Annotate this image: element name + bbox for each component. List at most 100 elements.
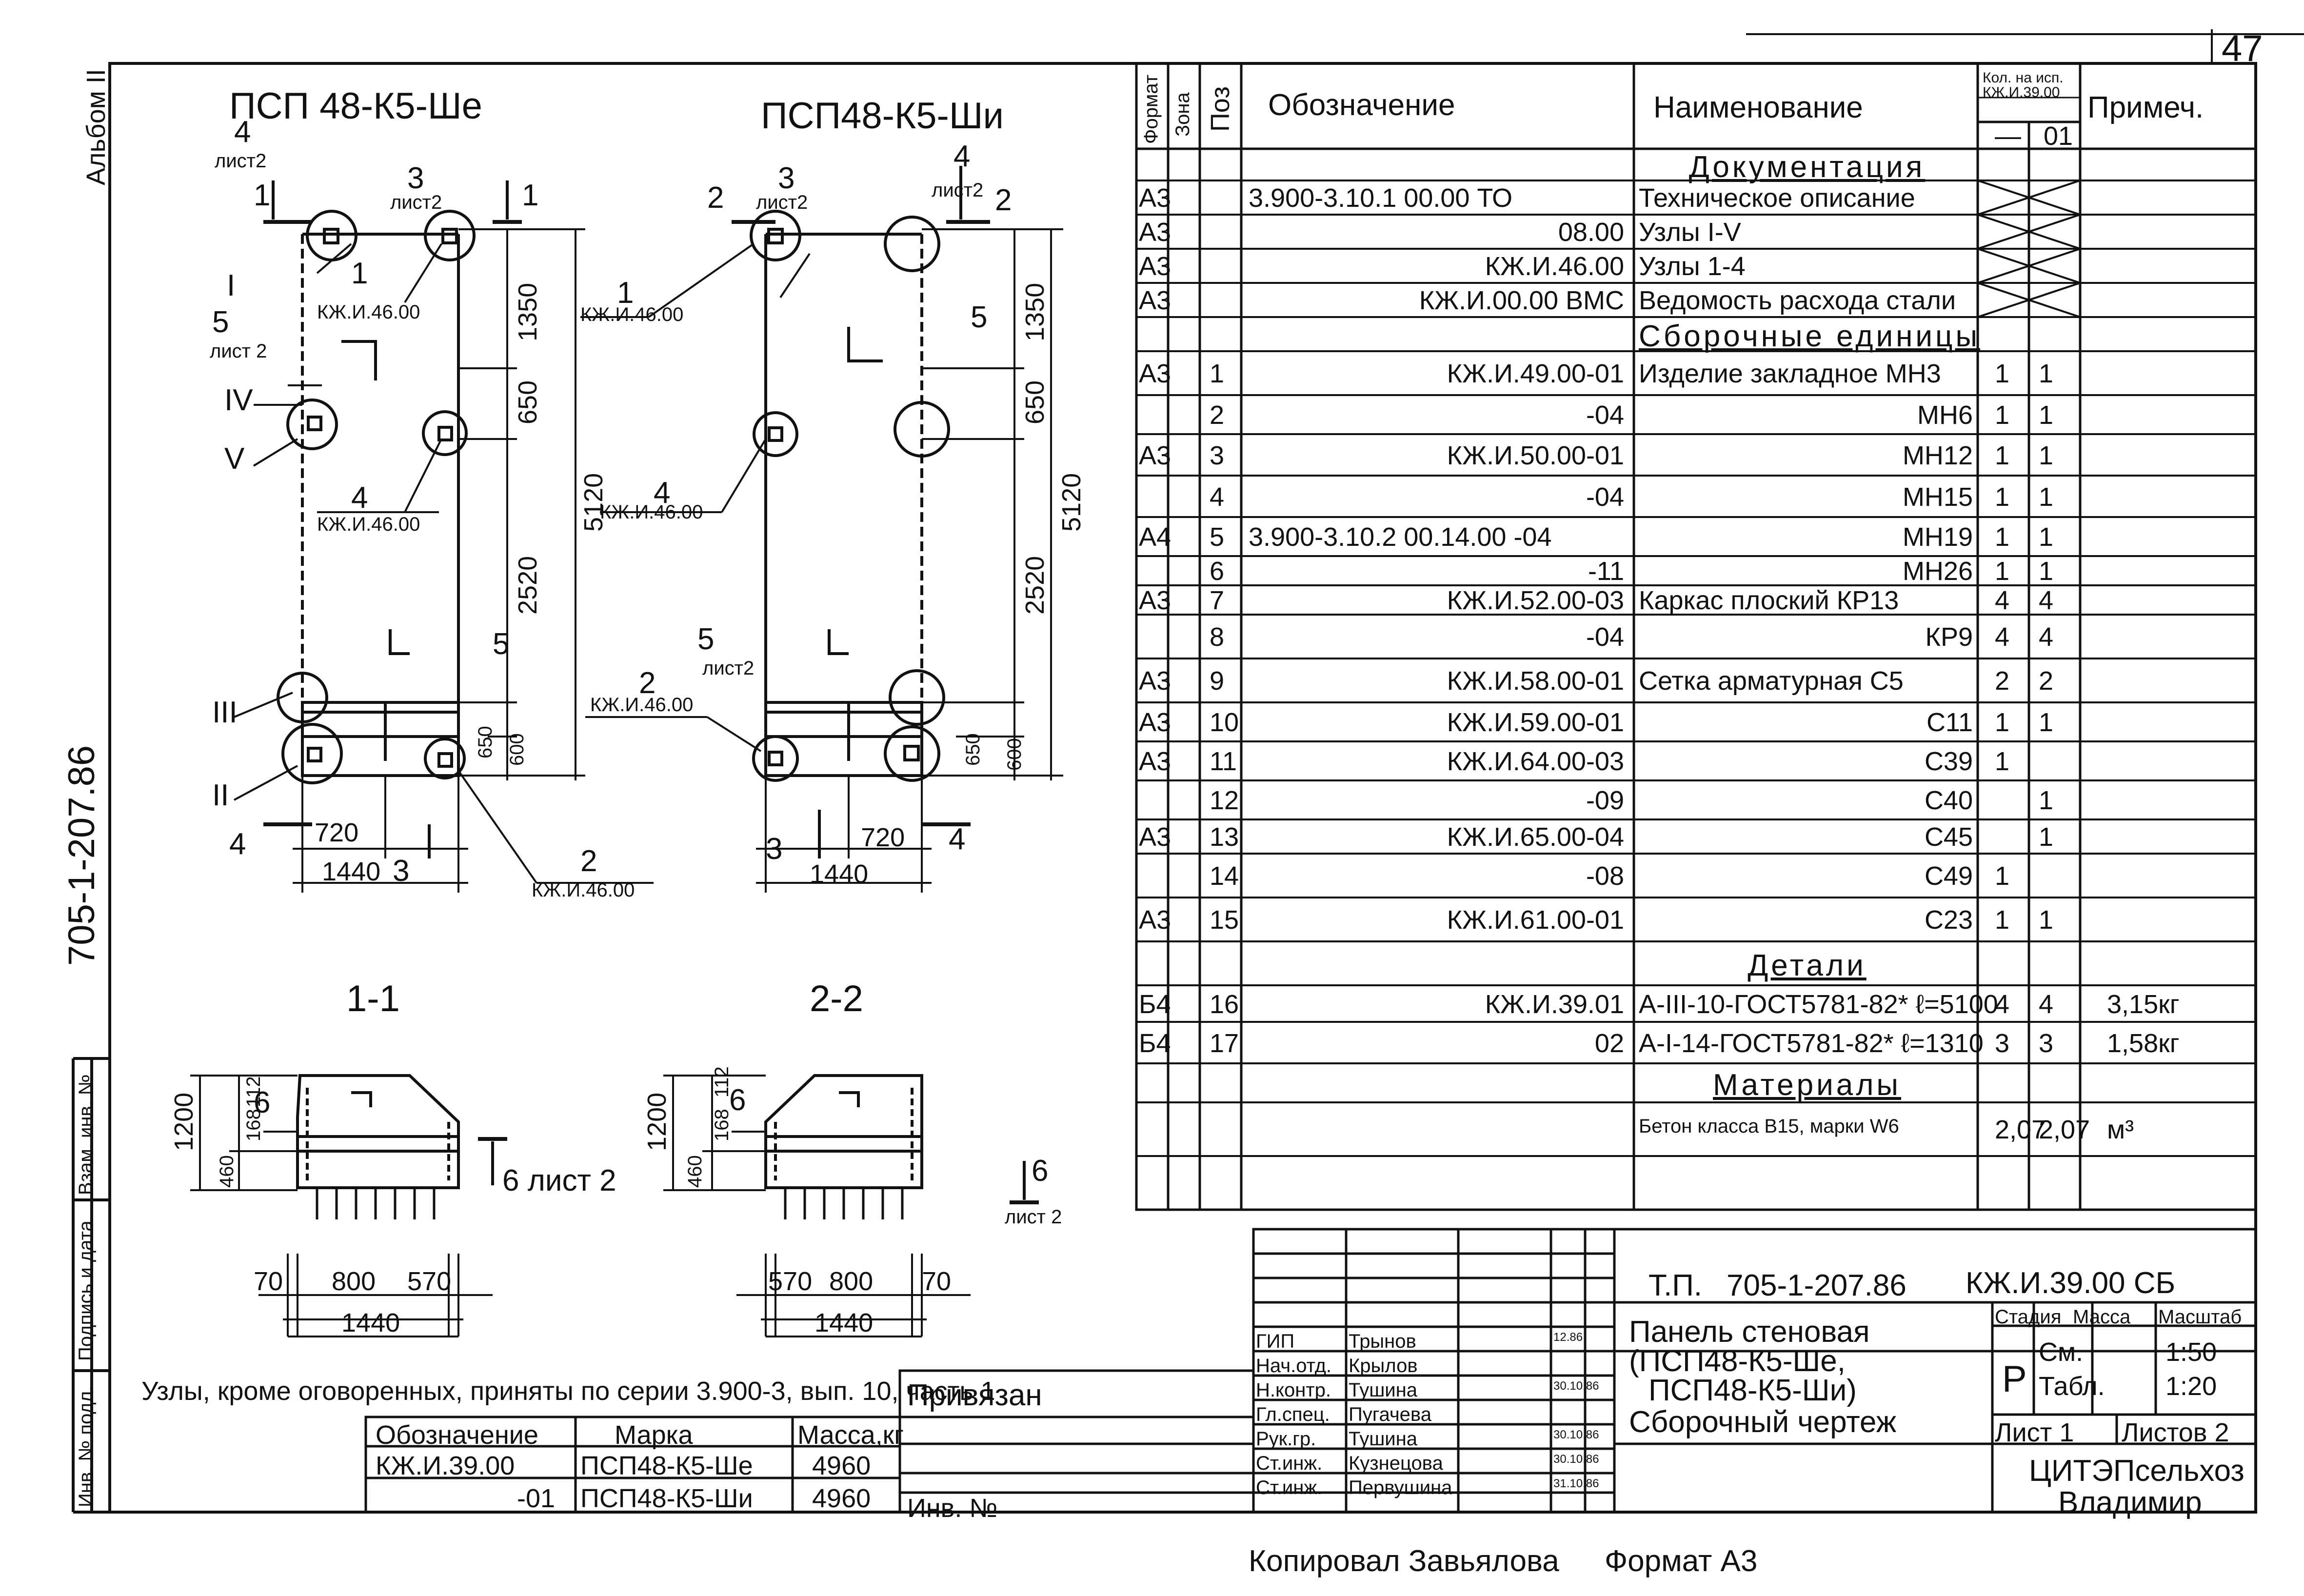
cut-6-sheet-s1: 6 лист 2 [502,1164,616,1197]
spec-cell-pos: 1 [1210,359,1225,388]
dim-570-s2: 570 [768,1267,813,1296]
stamp-project: 705-1-207.86 [1727,1269,1907,1302]
spec-cell-name: МН15 [1902,482,1973,512]
marks-table-lines [364,1369,1255,1514]
spec-cell-format: А3 [1139,747,1172,776]
spec-cell-qty1: 1 [1995,557,2010,586]
spec-cell-name: КР9 [1925,622,1973,652]
stamp-person-name: Пугачева [1349,1404,1431,1425]
cut-6-sheet-s2: лист 2 [1005,1206,1062,1228]
spec-cell-name: Ведомость расхода стали [1639,286,1956,315]
spec-cell-format: А3 [1139,218,1172,247]
spec-cell-qty1: 3 [1995,1028,2010,1058]
spec-cell-pos: 5 [1210,522,1225,552]
spec-cell-qty2: 4 [2039,622,2054,652]
cut-2r-right: 2 [995,183,1012,217]
stamp-person-date: 31.10.86 [1553,1477,1599,1490]
spec-section-heading: Детали [1748,949,1867,982]
spec-cell-pos: 7 [1210,586,1225,615]
spec-cell-qty2: 1 [2039,359,2054,388]
dim-70-s1: 70 [254,1267,283,1296]
spec-section-heading: Документация [1688,150,1926,184]
spec-cell-qty2: 4 [2039,989,2054,1019]
stamp-person-name: Тушина [1349,1428,1417,1450]
spec-cell-pos: 12 [1210,786,1239,815]
spec-cell-pos: 17 [1210,1028,1239,1058]
spec-cell-name: С11 [1926,708,1973,737]
spec-head-qty-doc: КЖ.И.39.00 [1983,84,2060,100]
cut-4r-bottom: 4 [949,822,966,856]
spec-head-designation: Обозначение [1268,88,1455,122]
spec-cell-designation: КЖ.И.64.00-03 [1447,747,1624,776]
stamp-person-name: Крылов [1349,1355,1418,1377]
spec-cell-format: А3 [1139,708,1172,737]
spec-head-qty-1: — [1995,121,2021,151]
spec-cell-format: А3 [1139,286,1172,315]
cut-5-label: 5 [212,305,229,339]
spec-cell-pos: 9 [1210,666,1225,696]
spec-cell-designation: -04 [1586,482,1624,512]
spec-cell-designation: 3.900-3.10.1 00.00 ТО [1249,183,1512,213]
dim-70-s2: 70 [922,1267,952,1296]
spec-cell-designation: 3.900-3.10.2 00.14.00 -04 [1249,522,1552,552]
spec-cell-pos: 6 [1210,557,1225,586]
spec-cell-pos: 15 [1210,905,1239,935]
spec-cell-note: м³ [2107,1115,2134,1144]
spec-cell-name: С49 [1924,861,1973,891]
stamp-scale-1: 1:50 [2165,1337,2217,1367]
spec-cell-designation: КЖ.И.50.00-01 [1447,440,1624,470]
pos-2-left: 2 [580,844,597,878]
spec-cell-designation: -09 [1586,786,1624,815]
dim-1350-right: 1350 [1020,282,1050,341]
stamp-person-name: Трынов [1349,1331,1416,1352]
cut-5r-sheet: лист2 [702,658,755,679]
stamp-mass-a: См. [2039,1337,2084,1367]
node-IV-label: IV [224,383,253,417]
dim-650b-right: 650 [962,733,984,766]
stamp-person-role: Н.контр. [1256,1379,1331,1401]
stamp-code: КЖ.И.39.00 СБ [1966,1266,2176,1300]
spec-cell-qty2: 1 [2039,522,2054,552]
notes-line: Узлы, кроме оговоренных, приняты по сери… [141,1377,995,1406]
spec-cell-name: Узлы I-V [1639,218,1741,247]
dim-2520-right: 2520 [1020,556,1050,615]
dim-2520-left: 2520 [513,556,542,615]
stamp-person-role: Ст.инж. [1256,1477,1323,1498]
section-views [190,1074,1039,1337]
marks-head-mark: Марка [615,1420,693,1450]
spec-cell-pos: 2 [1210,400,1225,430]
spec-cell-qty1: 2,07 [1995,1115,2046,1144]
spec-cell-pos: 4 [1210,482,1225,512]
spec-cell-name: Сетка арматурная С5 [1639,666,1904,696]
spec-cell-pos: 3 [1210,440,1225,470]
dim-1440-s1: 1440 [341,1308,400,1337]
right-view-title: ПСП48-К5-Ши [761,95,1004,137]
spec-cell-designation: КЖ.И.49.00-01 [1447,359,1624,388]
spec-cell-note: 1,58кг [2107,1028,2180,1058]
stamp-mass-head: Масса [2073,1306,2131,1328]
stamp-scale-2: 1:20 [2165,1372,2217,1401]
stamp-org-2: Владимир [2058,1486,2202,1519]
cut-3-bottom: 3 [393,854,410,888]
spec-cell-qty1: 1 [1995,400,2010,430]
cut-3r-sheet: лист2 [756,192,808,213]
stamp-person-date: 30.10.86 [1553,1428,1599,1441]
spec-cell-name: А-I-14-ГОСТ5781-82* ℓ=1310 [1639,1028,1984,1058]
stamp-mass-b: Табл. [2039,1372,2105,1401]
spec-head-format: Формат [1140,74,1162,144]
cut-4-label: 4 [234,115,251,149]
spec-section-heading: Сборочные единицы [1639,319,1981,353]
stamp-sheets: Листов 2 [2122,1418,2229,1447]
spec-cell-name: МН19 [1902,522,1973,552]
stamp-scale-head: Масштаб [2158,1306,2242,1328]
spec-cell-name: С40 [1924,786,1973,815]
dim-1440-s2: 1440 [814,1308,874,1337]
ref-46-right-4: КЖ.И.46.00 [600,501,703,523]
inv-no-label: Инв. № [907,1494,998,1523]
section-1-title: 1-1 [346,978,400,1019]
spec-cell-pos: 13 [1210,822,1239,852]
marks-head-mass: Масса,кг [797,1420,904,1450]
dim-1200-s1: 1200 [169,1092,199,1151]
spec-cell-qty2: 1 [2039,482,2054,512]
cut-1-label-right: 1 [522,179,539,212]
